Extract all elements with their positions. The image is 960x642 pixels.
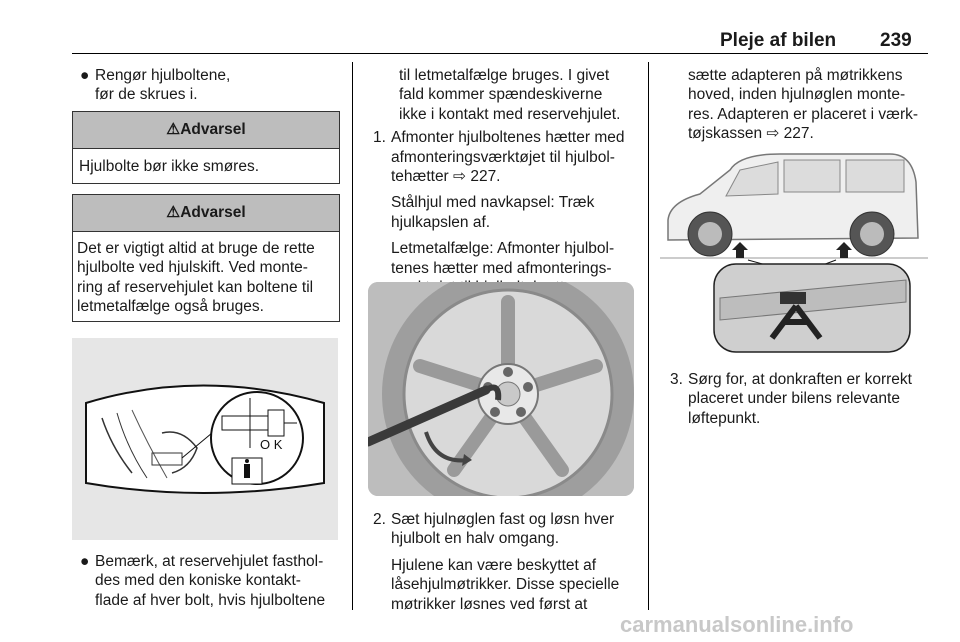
column-divider — [648, 62, 649, 610]
column-3-bottom: 3. Sørg for, at donkraften er korrekt pl… — [670, 370, 932, 428]
text-line: Rengør hjulboltene, — [95, 67, 231, 84]
warning-text: Hjulbolte bør ikke smøres. — [79, 158, 260, 175]
text-line: tenes hætter med afmonterings- — [391, 259, 612, 277]
text-line: Sørg for, at donkraften er korrekt — [688, 371, 912, 388]
text-line: låsehjulmøtrikker. Disse specielle — [391, 576, 620, 594]
text-line: sætte adapteren på møtrikkens — [688, 67, 903, 84]
spare-wheel-bolt-figure: O K — [72, 338, 338, 540]
bullet-spare-wheel-note: ● Bemærk, at reservehjulet fasthol- des … — [80, 552, 342, 610]
page-title: Pleje af bilen — [720, 30, 837, 51]
text-line: hjulbolte ved hjulskift. Ved monte- — [77, 259, 308, 277]
warning-triangle-icon: ⚠ — [166, 121, 181, 138]
alloy-wheel-photo — [368, 282, 634, 496]
bullet-clean-bolts: ● Rengør hjulboltene, før de skrues i. — [80, 66, 342, 105]
text-line: Letmetalfælge: Afmonter hjulbol- — [391, 240, 615, 258]
column-2-top: til letmetalfælge bruges. I givet fald k… — [373, 66, 643, 297]
warning-box: ⚠Advarsel Det er vigtigt altid at bruge … — [72, 194, 340, 322]
text-line: til letmetalfælge bruges. I givet — [399, 67, 610, 84]
step-3: 3. Sørg for, at donkraften er korrekt pl… — [670, 370, 932, 428]
step-2-locking-nuts: Hjulene kan være beskyttet af låsehjulmø… — [373, 556, 643, 614]
step-number: 2. — [373, 511, 386, 528]
page-number: 239 — [880, 30, 912, 51]
text-line: hoved, inden hjulnøglen monte- — [688, 86, 906, 104]
warning-box: ⚠Advarsel Hjulbolte bør ikke smøres. — [72, 111, 340, 184]
step-1-steel-wheel: Stålhjul med navkapsel: Træk hjulkapslen… — [373, 193, 643, 232]
text-line: letmetalfælge også bruges. — [77, 298, 264, 316]
warning-title: Advarsel — [180, 121, 246, 138]
jack-point-figure — [660, 142, 928, 356]
warning-text: Det er vigtigt altid at bruge de rette h… — [73, 232, 339, 324]
text-line: hjulbolt en halv omgang. — [391, 530, 560, 548]
text-line: før de skrues i. — [95, 86, 198, 104]
text-line: ikke i kontakt med reservehjulet. — [399, 105, 621, 123]
column-divider — [352, 62, 353, 610]
warning-triangle-icon: ⚠ — [166, 204, 181, 221]
text-line: Afmonter hjulboltenes hætter med — [391, 129, 625, 147]
warning-header: ⚠Advarsel — [73, 195, 339, 232]
wheel-illustration — [368, 282, 634, 496]
text-line: des med den koniske kontakt- — [95, 572, 301, 590]
text-line: hjulkapslen af. — [391, 213, 491, 231]
text-line: Bemærk, at reservehjulet fasthol- — [95, 553, 324, 570]
text-line: res. Adapteren er placeret i værk- — [688, 105, 919, 123]
column-2-bottom: 2. Sæt hjulnøglen fast og løsn hver hjul… — [373, 510, 643, 614]
text-line: møtrikker løsnes ved først at — [391, 595, 588, 613]
text-line: Sæt hjulnøglen fast og løsn hver — [391, 511, 615, 528]
watermark: carmanualsonline.info — [620, 612, 854, 637]
text-line: løftepunkt. — [688, 409, 761, 427]
column-3-top: sætte adapteren på møtrikkens hoved, ind… — [670, 66, 932, 144]
text-line: fald kommer spændeskiverne — [399, 86, 603, 104]
text-line: Stålhjul med navkapsel: Træk — [391, 194, 595, 212]
car-jack-illustration — [660, 153, 928, 353]
warning-title: Advarsel — [180, 204, 246, 221]
text-line: afmonteringsværktøjet til hjulbol- — [391, 148, 615, 166]
text-line: tøjskassen ⇨ 227. — [688, 125, 814, 143]
bullet-marker: ● — [80, 553, 90, 570]
warning-header: ⚠Advarsel — [73, 112, 339, 149]
bullet-marker: ● — [80, 67, 90, 84]
text-line: Hjulene kan være beskyttet af — [391, 556, 597, 574]
text-line: flade af hver bolt, hvis hjulboltene — [95, 591, 326, 609]
text-line: ring af reservehjulet kan boltene til — [77, 278, 314, 296]
figure-ok-label: O K — [260, 437, 283, 452]
step-1: 1. Afmonter hjulboltenes hætter med afmo… — [373, 128, 643, 186]
step-number: 1. — [373, 129, 386, 147]
header-rule — [72, 53, 928, 54]
text-line: tehætter ⇨ 227. — [391, 168, 501, 186]
spare-wheel-illustration: O K — [85, 384, 325, 494]
step-2: 2. Sæt hjulnøglen fast og løsn hver hjul… — [373, 510, 643, 549]
step-number: 3. — [670, 371, 683, 388]
text-line: placeret under bilens relevante — [688, 390, 900, 408]
text-line: Det er vigtigt altid at bruge de rette — [77, 240, 315, 257]
